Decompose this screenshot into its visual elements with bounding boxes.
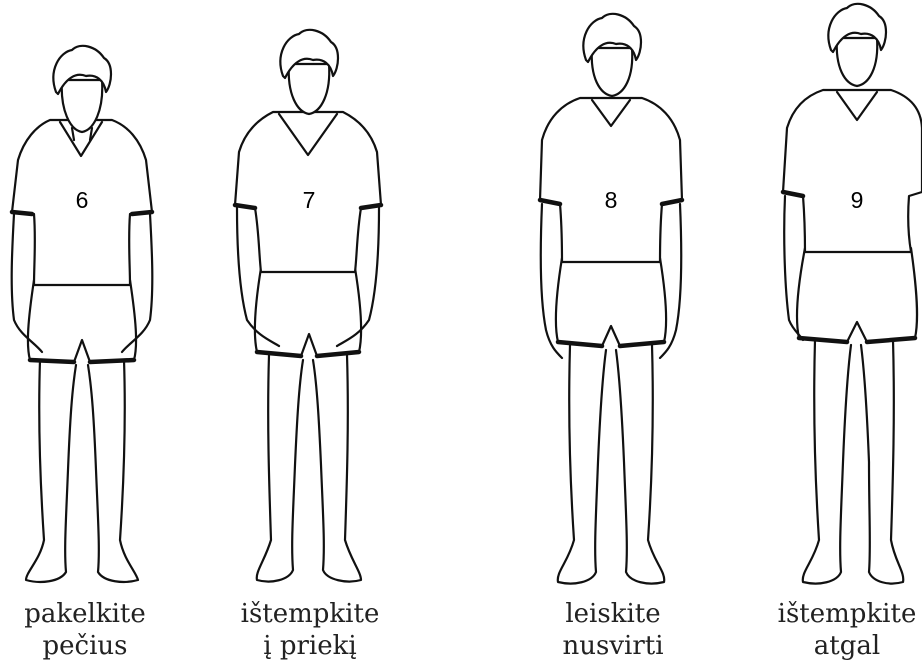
- caption-9-line2: atgal: [772, 630, 922, 662]
- caption-8: leiskite nusvirti: [528, 598, 698, 662]
- person-illustration-7: 7: [225, 0, 395, 600]
- person-illustration-8: 8: [528, 0, 698, 600]
- person-illustration-6: 6: [0, 0, 170, 600]
- caption-6-line1: pakelkite: [0, 598, 170, 630]
- caption-8-line1: leiskite: [528, 598, 698, 630]
- figure-number-6: 6: [76, 187, 89, 213]
- caption-7: ištempkite į priekį: [225, 598, 395, 662]
- figure-8: 8: [528, 0, 698, 600]
- caption-9-line1: ištempkite: [772, 598, 922, 630]
- caption-7-line2: į priekį: [225, 630, 395, 662]
- caption-6-line2: pečius: [0, 630, 170, 662]
- caption-8-line2: nusvirti: [528, 630, 698, 662]
- figure-number-8: 8: [605, 187, 618, 213]
- caption-9: ištempkite atgal: [772, 598, 922, 662]
- figure-number-7: 7: [303, 187, 316, 213]
- figure-6: 6: [0, 0, 170, 600]
- caption-6: pakelkite pečius: [0, 598, 170, 662]
- figure-9: 9: [775, 0, 922, 600]
- figure-7: 7: [225, 0, 395, 600]
- person-illustration-9: 9: [775, 0, 922, 600]
- caption-7-line1: ištempkite: [225, 598, 395, 630]
- figure-number-9: 9: [851, 187, 864, 213]
